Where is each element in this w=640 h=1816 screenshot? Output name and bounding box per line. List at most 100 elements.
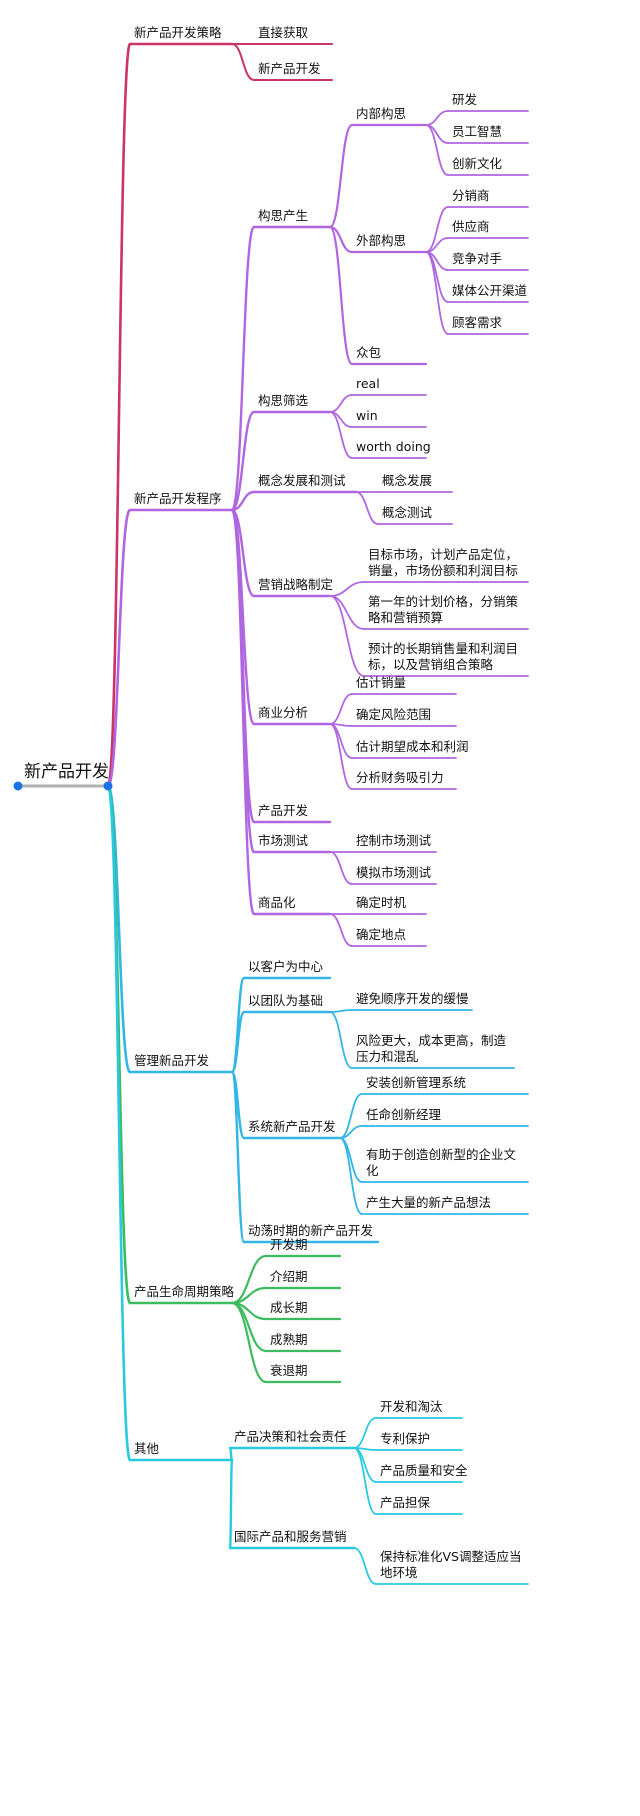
idea-crowd[interactable]: 众包 <box>356 345 382 360</box>
lifecycle-child-0[interactable]: 开发期 <box>270 1237 308 1252</box>
screening-child-2[interactable]: worth doing <box>356 439 431 454</box>
external-child-4-connector <box>425 251 449 335</box>
team-child-1[interactable]: 风险更大，成本更高，制造压力和混乱 <box>356 1033 507 1064</box>
root-topic-label[interactable]: 新产品开发 <box>24 762 109 782</box>
lifecycle-child-4-connector <box>230 1301 268 1384</box>
branch-other[interactable]: 其他 <box>134 1441 160 1456</box>
commercial-child-0[interactable]: 确定时机 <box>356 895 407 910</box>
manage-customer-connector <box>230 976 246 1074</box>
marketing-child-2-connector <box>329 595 365 677</box>
commercial-child-1[interactable]: 确定地点 <box>356 927 407 942</box>
manage-turbulent-connector <box>230 1070 246 1244</box>
root-right-handle[interactable] <box>103 781 113 791</box>
test-child-1[interactable]: 模拟市场测试 <box>356 865 432 880</box>
process-test[interactable]: 市场测试 <box>258 833 309 848</box>
lifecycle-child-1[interactable]: 介绍期 <box>270 1269 308 1284</box>
team-child-0-connector <box>329 1009 353 1013</box>
marketing-child-2[interactable]: 预计的长期销售量和利润目标，以及营销组合策略 <box>368 641 519 672</box>
business-child-3-connector <box>329 723 353 790</box>
process-screening-connector <box>230 410 256 512</box>
test-child-0[interactable]: 控制市场测试 <box>356 833 432 848</box>
decision-child-1[interactable]: 专利保护 <box>380 1431 431 1446</box>
system-child-1[interactable]: 任命创新经理 <box>366 1107 442 1122</box>
concept-child-1[interactable]: 概念测试 <box>382 505 433 520</box>
system-child-0[interactable]: 安装创新管理系统 <box>366 1075 467 1090</box>
manage-customer[interactable]: 以客户为中心 <box>248 959 324 974</box>
commercial-child-1-connector <box>329 913 353 947</box>
process-marketing[interactable]: 营销战略制定 <box>258 577 334 592</box>
other-decision-connector <box>228 1446 234 1462</box>
test-child-1-connector <box>329 851 353 885</box>
system-child-1-connector <box>339 1125 363 1139</box>
lifecycle-child-3[interactable]: 成熟期 <box>270 1332 308 1347</box>
process-business[interactable]: 商业分析 <box>258 705 309 720</box>
marketing-child-0-connector <box>329 581 365 597</box>
process-commercial[interactable]: 商品化 <box>258 895 296 910</box>
internal-child-2[interactable]: 创新文化 <box>452 156 503 171</box>
strategy-child-1[interactable]: 新产品开发 <box>258 61 321 76</box>
business-child-0-connector <box>329 693 353 725</box>
screening-child-2-connector <box>329 411 353 459</box>
process-screening[interactable]: 构思筛选 <box>258 393 309 408</box>
external-child-4[interactable]: 顾客需求 <box>452 315 503 330</box>
manage-team[interactable]: 以团队为基础 <box>248 993 324 1008</box>
business-child-1[interactable]: 确定风险范围 <box>356 707 432 722</box>
team-child-1-connector <box>329 1011 353 1069</box>
other-decision[interactable]: 产品决策和社会责任 <box>234 1429 347 1444</box>
manage-team-connector <box>230 1010 246 1074</box>
concept-child-0[interactable]: 概念发展 <box>382 473 433 488</box>
decision-child-0-connector <box>353 1417 377 1449</box>
business-child-2[interactable]: 估计期望成本和利润 <box>356 739 469 754</box>
external-child-1[interactable]: 供应商 <box>452 219 490 234</box>
external-child-2[interactable]: 竞争对手 <box>452 251 503 266</box>
screening-child-0-connector <box>329 394 353 413</box>
system-child-2[interactable]: 有助于创造创新型的企业文化 <box>366 1147 517 1178</box>
team-child-0[interactable]: 避免顺序开发的缓慢 <box>356 991 469 1006</box>
screening-child-0[interactable]: real <box>356 376 380 391</box>
external-child-3[interactable]: 媒体公开渠道 <box>452 283 528 298</box>
manage-system[interactable]: 系统新产品开发 <box>248 1119 336 1134</box>
decision-child-3-connector <box>353 1447 377 1515</box>
screening-child-1[interactable]: win <box>356 408 378 423</box>
internal-child-1[interactable]: 员工智慧 <box>452 124 503 139</box>
idea-internal[interactable]: 内部构思 <box>356 106 407 121</box>
strategy-child-0[interactable]: 直接获取 <box>258 25 309 40</box>
idea-external[interactable]: 外部构思 <box>356 233 407 248</box>
process-idea[interactable]: 构思产生 <box>258 208 309 223</box>
branch-process[interactable]: 新产品开发程序 <box>134 491 222 506</box>
decision-child-3[interactable]: 产品担保 <box>380 1495 431 1510</box>
branch-lifecycle[interactable]: 产品生命周期策略 <box>134 1284 235 1299</box>
marketing-child-1-connector <box>329 595 365 630</box>
root-left-handle[interactable] <box>13 781 23 791</box>
business-child-3[interactable]: 分析财务吸引力 <box>356 770 444 785</box>
external-child-0[interactable]: 分销商 <box>452 188 490 203</box>
process-development[interactable]: 产品开发 <box>258 803 309 818</box>
process-commercial-connector <box>230 508 256 916</box>
branch-process-connector <box>106 508 132 788</box>
internal-child-2-connector <box>425 124 449 176</box>
process-concept-connector <box>230 490 256 512</box>
other-international[interactable]: 国际产品和服务营销 <box>234 1529 347 1544</box>
decision-child-0[interactable]: 开发和淘汰 <box>380 1399 443 1414</box>
marketing-child-1[interactable]: 第一年的计划价格，分销策略和营销预算 <box>368 594 519 625</box>
branch-strategy-connector <box>106 42 132 788</box>
branch-strategy[interactable]: 新产品开发策略 <box>134 25 222 40</box>
process-concept[interactable]: 概念发展和测试 <box>258 473 346 488</box>
internal-child-0-connector <box>425 110 449 126</box>
system-child-3-connector <box>339 1137 363 1215</box>
idea-crowd-connector <box>328 225 354 366</box>
business-child-0[interactable]: 估计销量 <box>356 675 407 690</box>
branch-manage[interactable]: 管理新品开发 <box>134 1053 210 1068</box>
lifecycle-child-4[interactable]: 衰退期 <box>270 1363 308 1378</box>
external-child-0-connector <box>425 206 449 253</box>
internal-child-0[interactable]: 研发 <box>452 92 478 107</box>
lifecycle-child-2[interactable]: 成长期 <box>270 1300 308 1315</box>
strategy-child-1-connector <box>231 43 255 81</box>
system-child-3[interactable]: 产生大量的新产品想法 <box>366 1195 492 1210</box>
international-child-0[interactable]: 保持标准化VS调整适应当地环境 <box>380 1549 522 1580</box>
decision-child-2[interactable]: 产品质量和安全 <box>380 1463 468 1478</box>
manage-turbulent[interactable]: 动荡时期的新产品开发 <box>248 1223 374 1238</box>
marketing-child-0[interactable]: 目标市场，计划产品定位，销量，市场份额和利润目标 <box>368 547 519 578</box>
branch-lifecycle-connector <box>106 784 132 1305</box>
